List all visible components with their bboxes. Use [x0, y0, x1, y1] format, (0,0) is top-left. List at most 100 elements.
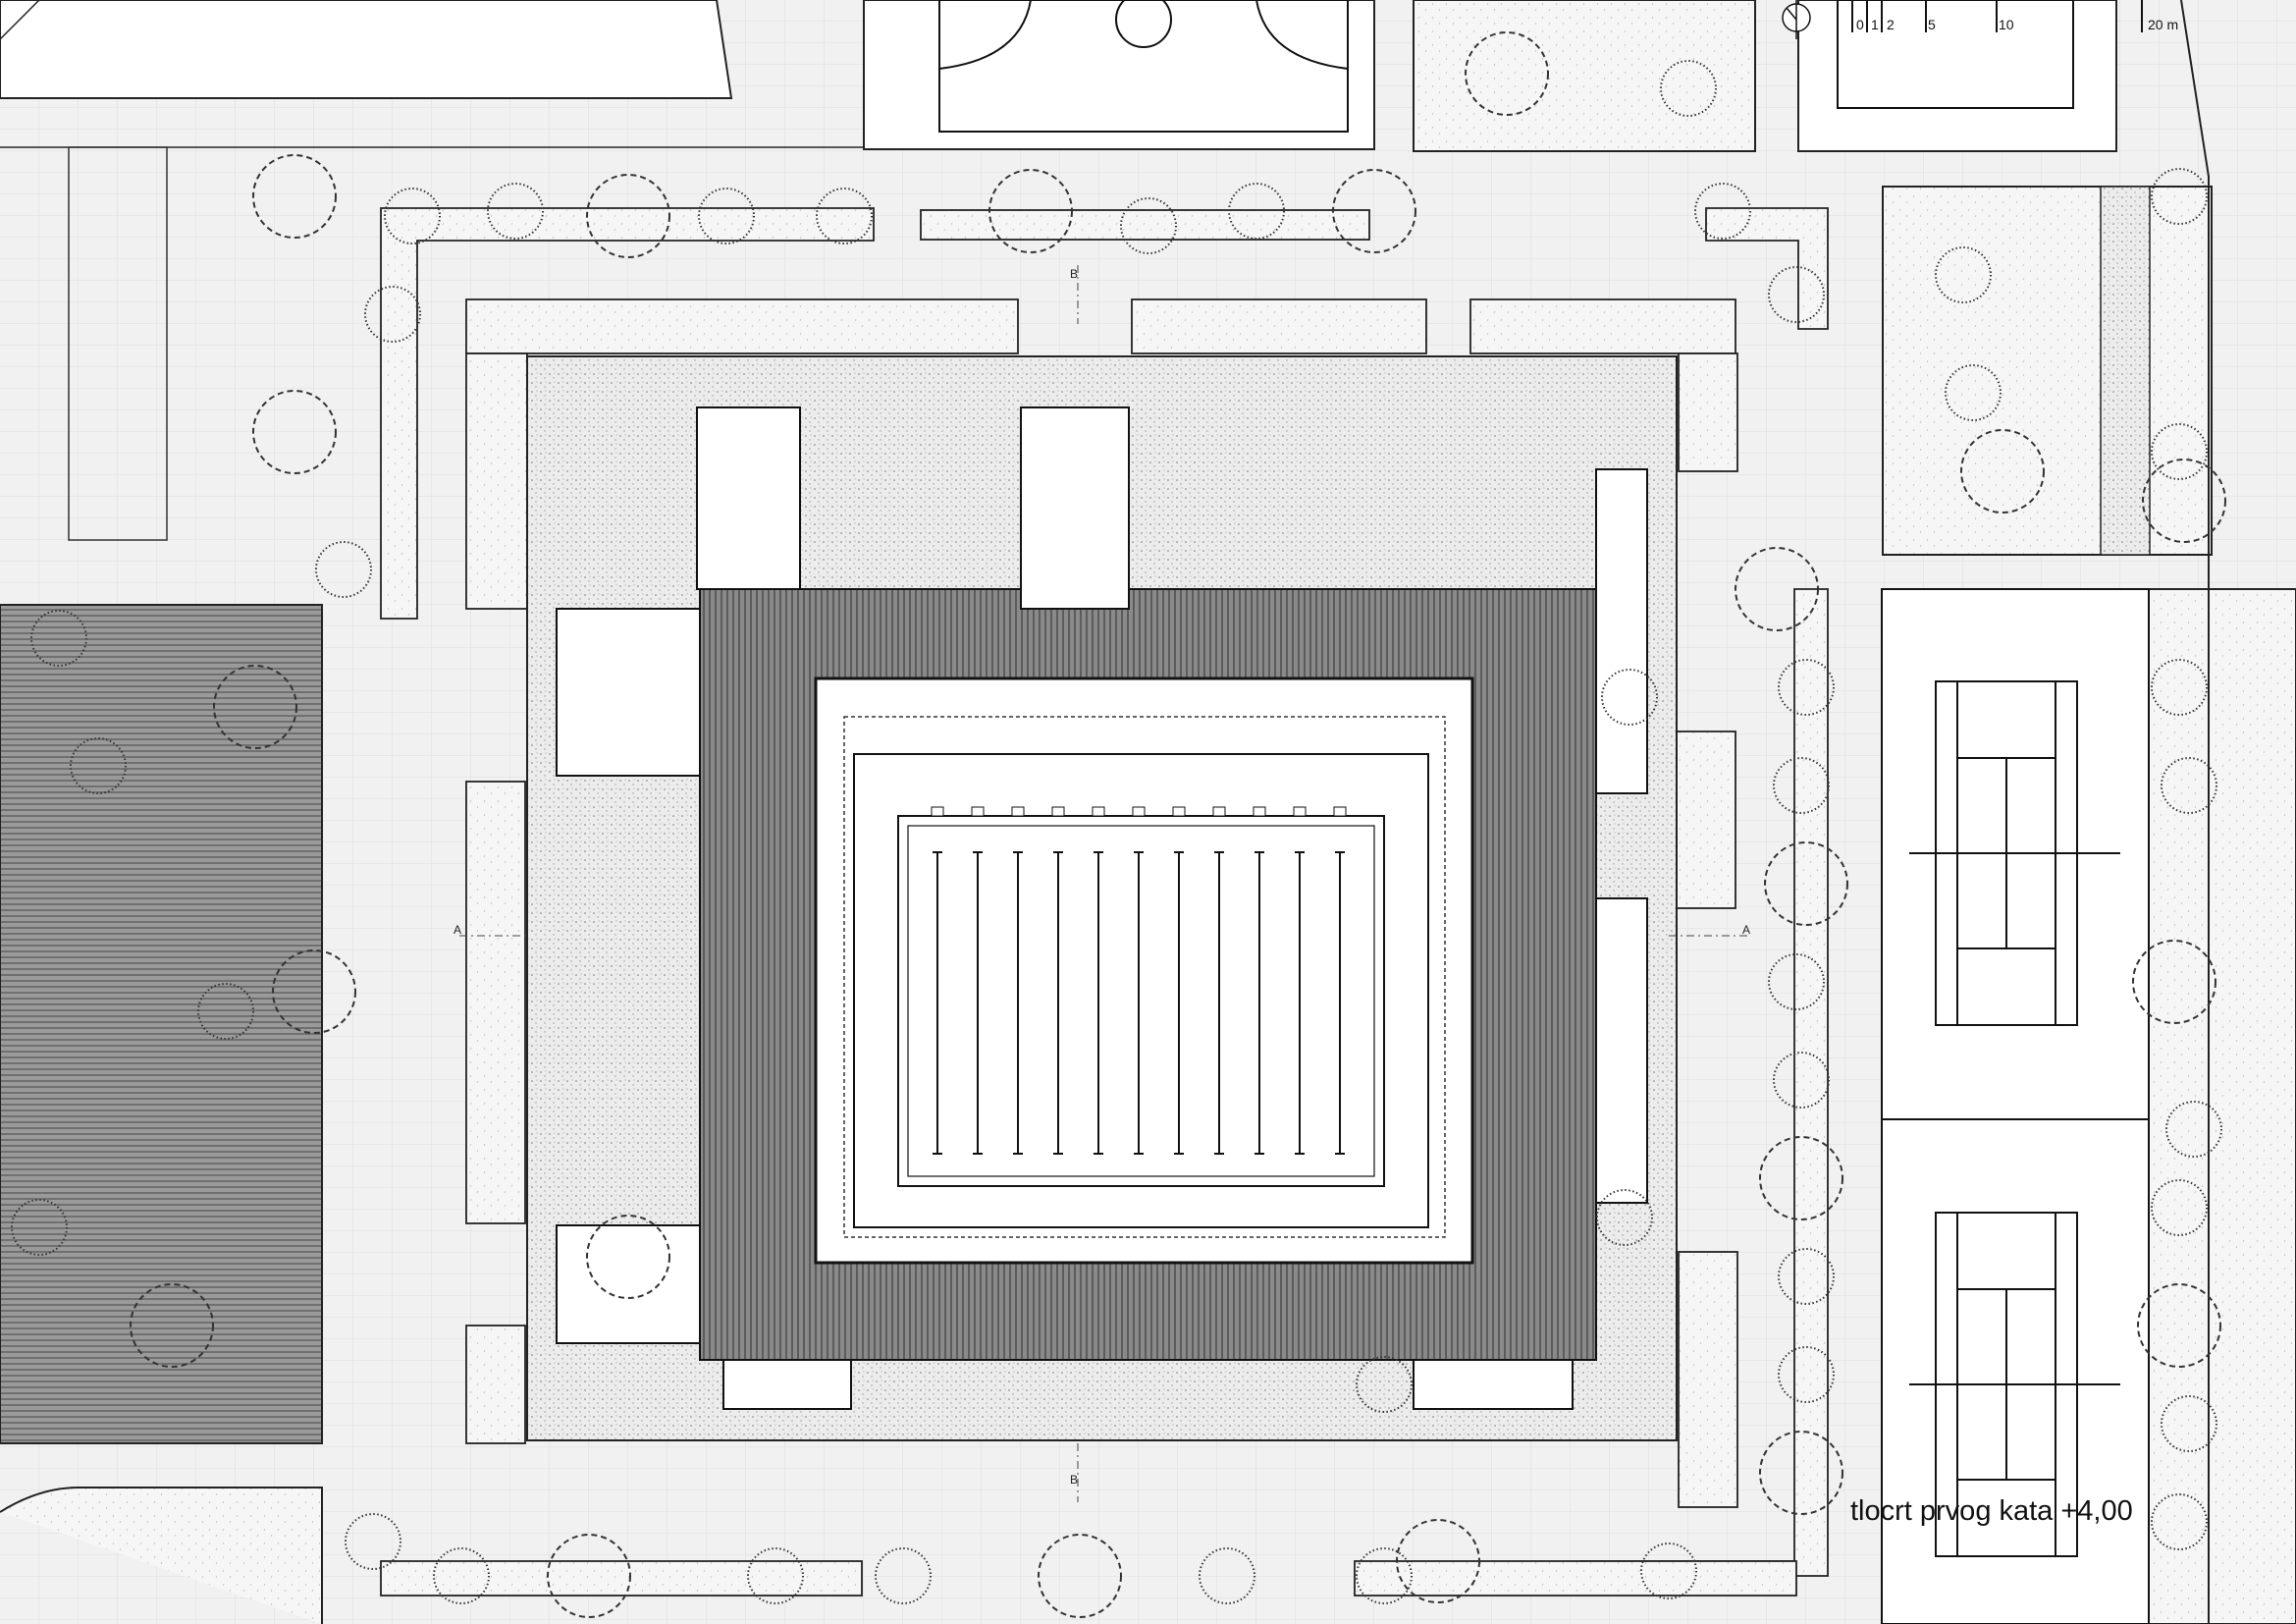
tree-icon — [1332, 169, 1416, 253]
tree-icon — [1199, 1547, 1255, 1604]
tree-icon — [1764, 841, 1848, 926]
lane-rope — [933, 851, 942, 1155]
tree-icon — [1356, 1356, 1413, 1413]
tree-icon — [1735, 547, 1819, 631]
planters — [380, 207, 1829, 1597]
tree-icon — [1694, 183, 1751, 240]
tree-icon — [2151, 1493, 2208, 1550]
starting-block — [1212, 806, 1226, 817]
tree-icon — [1396, 1519, 1480, 1603]
starting-block — [1172, 806, 1186, 817]
lane-rope — [1255, 851, 1264, 1155]
tree-icon — [197, 983, 254, 1040]
tree-icon — [1768, 266, 1825, 323]
tree-icon — [2137, 1283, 2221, 1368]
lane-rope — [1174, 851, 1184, 1155]
tree-icon — [1945, 364, 2002, 421]
tree-icon — [487, 183, 544, 240]
scale-label-2: 2 — [1887, 17, 1895, 32]
section-marker-a-left: A — [454, 923, 462, 937]
tree-icon — [547, 1534, 631, 1618]
tree-icon — [1660, 60, 1717, 117]
lawn-right — [1882, 186, 2213, 556]
basketball-court — [863, 0, 1375, 150]
tree-icon — [1935, 246, 1992, 303]
lane-rope — [1094, 851, 1103, 1155]
tree-icon — [364, 286, 421, 343]
north-arrow-icon — [1782, 0, 1811, 39]
tree-icon — [2165, 1101, 2222, 1158]
tree-icon — [11, 1199, 68, 1256]
tree-icon — [1773, 757, 1830, 814]
pavilions — [556, 406, 1648, 1410]
tree-icon — [2161, 1395, 2217, 1452]
tree-icon — [1778, 1346, 1835, 1403]
scale-label-0: 0 — [1856, 17, 1864, 32]
timber-deck-left — [0, 604, 323, 1444]
tree-icon — [988, 169, 1073, 253]
scale-label-5: 5 — [1928, 17, 1936, 32]
tree-icon — [252, 390, 337, 474]
tree-icon — [2142, 459, 2226, 543]
scale-label-10: 10 — [1999, 17, 2014, 32]
drawing-title: tlocrt prvog kata +4,00 — [1850, 1495, 2133, 1527]
starting-block — [1253, 806, 1266, 817]
tree-icon — [30, 610, 87, 667]
road-top-left — [0, 0, 733, 99]
starting-block — [971, 806, 985, 817]
tree-icon — [1640, 1543, 1697, 1599]
tree-icon — [272, 949, 356, 1034]
tree-icon — [1228, 183, 1285, 240]
tree-icon — [1038, 1534, 1122, 1618]
tree-icon — [252, 154, 337, 239]
starting-block — [1333, 806, 1347, 817]
starting-block — [1293, 806, 1307, 817]
section-marker-b-bottom: B — [1070, 1473, 1079, 1487]
tree-icon — [875, 1547, 932, 1604]
tree-icon — [698, 188, 755, 244]
tree-icon — [2151, 423, 2208, 480]
tree-icon — [2151, 1179, 2208, 1236]
section-lines — [459, 265, 1749, 1502]
tree-icon — [1778, 1248, 1835, 1305]
tree-icon — [384, 188, 441, 244]
tree-icon — [1768, 953, 1825, 1010]
tree-icon — [1465, 31, 1549, 116]
lane-rope — [1053, 851, 1063, 1155]
scale-bar — [1851, 0, 2143, 32]
lawn-top — [1413, 0, 1756, 152]
starting-block — [1051, 806, 1065, 817]
tennis-courts — [1881, 588, 2150, 1624]
tree-icon — [586, 174, 670, 258]
lane-rope — [1134, 851, 1144, 1155]
section-marker-a-right: A — [1742, 923, 1751, 937]
lane-rope — [973, 851, 983, 1155]
tree-icon — [2161, 757, 2217, 814]
pool-basin — [897, 815, 1385, 1187]
tree-icon — [1960, 429, 2045, 514]
tree-icon — [816, 188, 873, 244]
tree-icon — [1120, 197, 1177, 254]
lane-rope — [1013, 851, 1023, 1155]
fitness-area — [68, 146, 168, 541]
tree-icon — [1596, 1189, 1653, 1246]
tree-icon — [70, 737, 127, 794]
starting-block — [1132, 806, 1146, 817]
tree-icon — [345, 1513, 401, 1570]
trees — [11, 31, 2226, 1618]
starting-block — [931, 806, 944, 817]
tree-icon — [1759, 1136, 1843, 1220]
tree-icon — [1759, 1431, 1843, 1515]
tree-icon — [433, 1547, 490, 1604]
tree-icon — [130, 1283, 214, 1368]
lane-rope — [1335, 851, 1345, 1155]
tree-icon — [1601, 669, 1658, 726]
lane-rope — [1295, 851, 1305, 1155]
tree-icon — [747, 1547, 804, 1604]
tree-icon — [315, 541, 372, 598]
tree-icon — [2151, 659, 2208, 716]
tree-icon — [1773, 1052, 1830, 1109]
tree-icon — [1778, 659, 1835, 716]
